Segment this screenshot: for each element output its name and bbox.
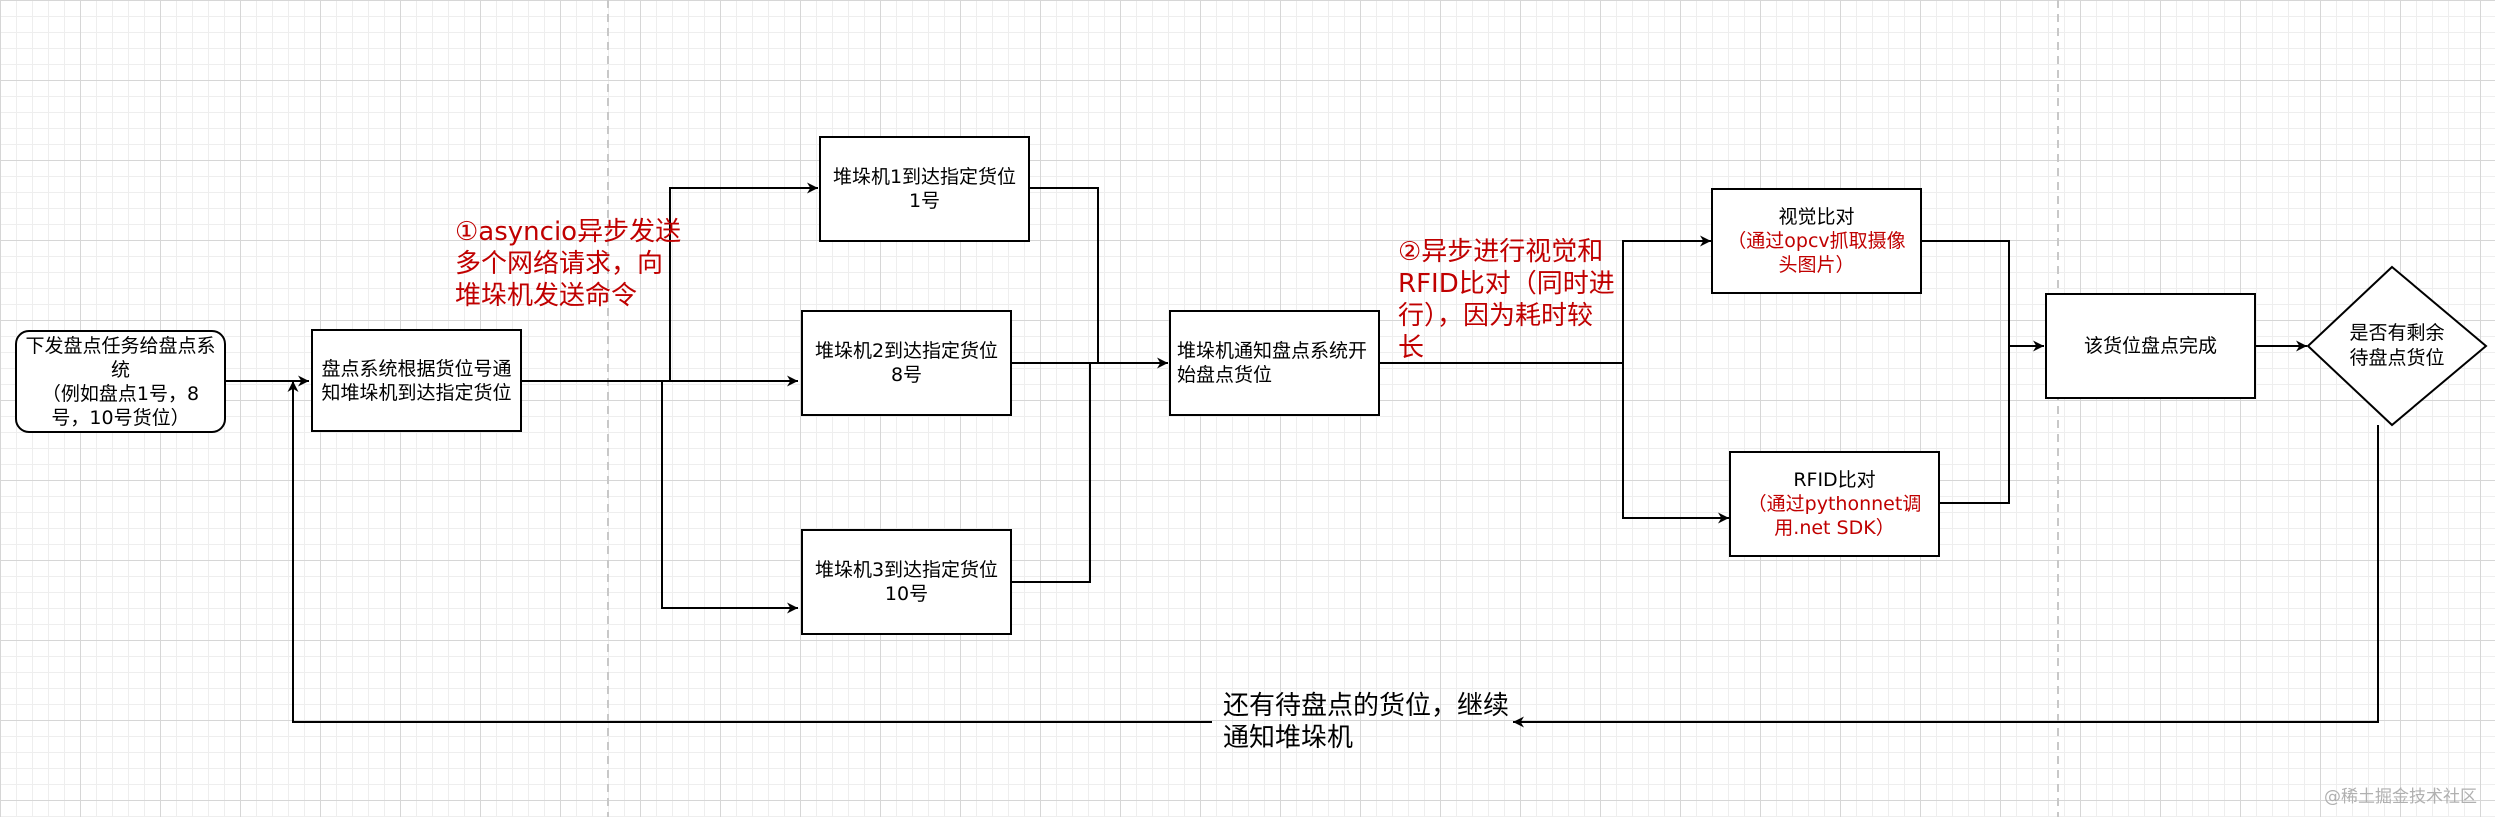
node-vision-compare: 视觉比对 （通过opcv抓取摄像头图片） [1711, 188, 1922, 294]
decision-diamond [2306, 265, 2488, 427]
node-stacker-3: 堆垛机3到达指定货位 10号 [801, 529, 1012, 635]
watermark: @稀土掘金技术社区 [2324, 787, 2477, 807]
edge-vision-done [1922, 240, 2010, 346]
edge-branch-rfid [1622, 363, 1729, 524]
edge-dispatch-stacker1 [669, 182, 818, 381]
rfid-subtitle: （通过pythonnet调用.net SDK） [1747, 493, 1922, 539]
edge-dispatch-stacker3 [661, 381, 798, 614]
decision-label: 是否有剩余 待盘点货位 [2349, 322, 2445, 369]
node-stacker-2: 堆垛机2到达指定货位 8号 [801, 310, 1012, 416]
annotation-asyncio: ①asyncio异步发送 多个网络请求，向 堆垛机发送命令 [455, 217, 682, 311]
loop-label: 还有待盘点的货位，继续 通知堆垛机 [1223, 691, 1510, 753]
annotation-async-compare: ②异步进行视觉和 RFID比对（同时进 行），因为耗时较 长 [1398, 237, 1615, 363]
node-start-task: 下发盘点任务给盘点系统 （例如盘点1号，8号，10号货位） [15, 330, 226, 433]
vision-title: 视觉比对 [1778, 206, 1855, 228]
rfid-title: RFID比对 [1793, 469, 1876, 491]
edge-stacker1-notify [1030, 187, 1099, 363]
node-rfid-compare: RFID比对 （通过pythonnet调用.net SDK） [1729, 451, 1940, 557]
node-location-done: 该货位盘点完成 [2045, 293, 2256, 399]
edge-loop-to-dispatch [287, 381, 1212, 723]
node-dispatch: 盘点系统根据货位号通知堆垛机到达指定货位 [311, 329, 522, 432]
node-stacker-1: 堆垛机1到达指定货位 1号 [819, 136, 1030, 242]
edge-stacker3-notify [1012, 363, 1091, 583]
vision-subtitle: （通过opcv抓取摄像头图片） [1727, 230, 1906, 276]
edge-loop-to-label [1513, 425, 2379, 728]
edge-rfid-done [1940, 346, 2010, 504]
edge-branch-vision [1622, 235, 1711, 363]
node-notify-inventory: 堆垛机通知盘点系统开始盘点货位 [1169, 310, 1380, 416]
